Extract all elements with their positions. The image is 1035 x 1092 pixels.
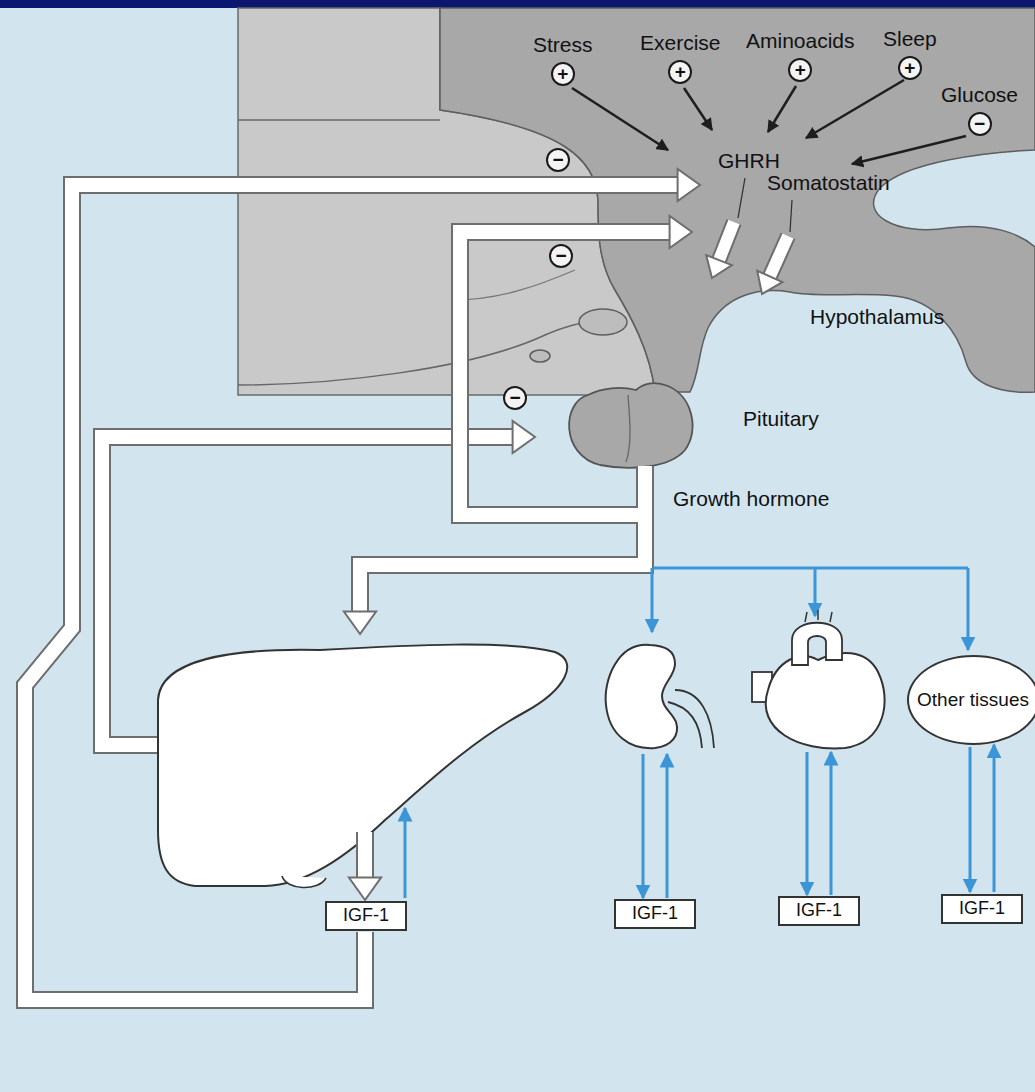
structure-label: Hypothalamus: [810, 305, 944, 329]
pipe-arrowhead: [757, 271, 782, 294]
pituitary-gland: [569, 383, 692, 468]
stimulus-arrow: [684, 88, 712, 130]
stimulus-name: Stress: [533, 33, 593, 57]
stimulus-sign: Glucose −: [941, 83, 1018, 136]
stimulus-sign: −: [549, 244, 573, 268]
structure-label: Somatostatin: [767, 171, 890, 195]
pipe-outline: [25, 185, 679, 1000]
optic-chiasm: [579, 309, 627, 335]
heart: [766, 653, 885, 748]
pipe-arrow: [360, 466, 645, 613]
structure-label: Growth hormone: [673, 487, 829, 511]
blue-arrow: [967, 568, 970, 650]
pipe-joint: [638, 466, 652, 565]
aortic-branches: [805, 610, 832, 622]
hormone-name: IGF-1: [796, 900, 842, 920]
stimulus-name: Sleep: [883, 27, 937, 51]
brain-contour: [238, 322, 615, 385]
pipe-arrowhead: [344, 612, 376, 634]
liver: [158, 645, 567, 886]
brain-contour: [452, 270, 575, 300]
pipe-arrow: [25, 185, 679, 1000]
blue-arrow: [666, 754, 669, 898]
gallbladder: [282, 876, 326, 888]
hormone-box: IGF-1: [778, 896, 860, 926]
blue-arrow: [814, 568, 817, 616]
hormone-name: IGF-1: [959, 898, 1005, 918]
hypothalamus-region: [440, 8, 1035, 392]
sign-symbol: −: [546, 148, 570, 172]
ureter: [668, 690, 714, 748]
stimulus-name: Exercise: [640, 31, 721, 55]
pipe-outline: [360, 466, 645, 613]
pipe-outline: [769, 236, 788, 277]
stimulus-arrow: [572, 88, 668, 150]
stimulus-sign: −: [546, 148, 570, 172]
blue-arrow: [653, 567, 968, 570]
blue-arrow: [806, 752, 809, 895]
igf-arrow: [993, 745, 996, 892]
sign-symbol: −: [549, 244, 573, 268]
sign-symbol: −: [503, 386, 527, 410]
pipe-arrow: [769, 236, 788, 277]
pipe-outline: [719, 222, 734, 261]
hormone-box: IGF-1: [941, 894, 1023, 924]
tissue-name: Other tissues: [917, 689, 1029, 711]
mammillary-body: [530, 350, 550, 362]
blue-arrow: [404, 808, 407, 898]
blue-arrow: [830, 752, 833, 895]
sign-symbol: +: [668, 60, 692, 84]
sign-symbol: +: [788, 58, 812, 82]
igf-arrow: [969, 747, 972, 892]
brain-contour: [238, 119, 440, 121]
stimulus-name: Glucose: [941, 83, 1018, 107]
stimulus-sign: Exercise +: [640, 31, 721, 84]
stimulus-arrow: [852, 136, 966, 164]
tissue-circle: Other tissues: [907, 655, 1035, 745]
structure-label: GHRH: [718, 149, 780, 173]
structure-label: Pituitary: [743, 407, 819, 431]
aorta: [792, 623, 842, 665]
sign-symbol: −: [968, 112, 992, 136]
hormone-name: IGF-1: [632, 903, 678, 923]
pipe-arrowhead: [349, 878, 381, 900]
blue-arrow: [642, 754, 645, 898]
stimulus-sign: −: [503, 386, 527, 410]
pipe-arrowhead: [513, 421, 535, 453]
stimulus-sign: Sleep +: [883, 27, 937, 80]
pipe-arrowhead: [706, 255, 732, 278]
sign-symbol: +: [898, 56, 922, 80]
top-bar: [0, 0, 1035, 8]
blue-arrow: [651, 568, 654, 632]
pipe-arrow: [358, 832, 372, 879]
sign-symbol: +: [551, 62, 575, 86]
kidney: [606, 645, 677, 748]
hormone-box: IGF-1: [325, 901, 407, 931]
leader-line: [738, 178, 745, 218]
pipe-arrowhead: [670, 216, 692, 248]
pipe-arrow: [719, 222, 734, 261]
hormone-name: IGF-1: [343, 905, 389, 925]
pipe-arrowhead: [678, 169, 700, 201]
leader-line: [790, 200, 792, 232]
stimulus-sign: Aminoacids +: [746, 29, 855, 82]
stimulus-arrow: [806, 80, 904, 138]
pituitary-lobe-line: [626, 395, 630, 462]
stimulus-name: Aminoacids: [746, 29, 855, 53]
pipe-outline: [356, 832, 374, 879]
stimulus-arrow: [768, 86, 796, 132]
hormone-box: IGF-1: [614, 899, 696, 929]
stimulus-sign: Stress +: [533, 33, 593, 86]
